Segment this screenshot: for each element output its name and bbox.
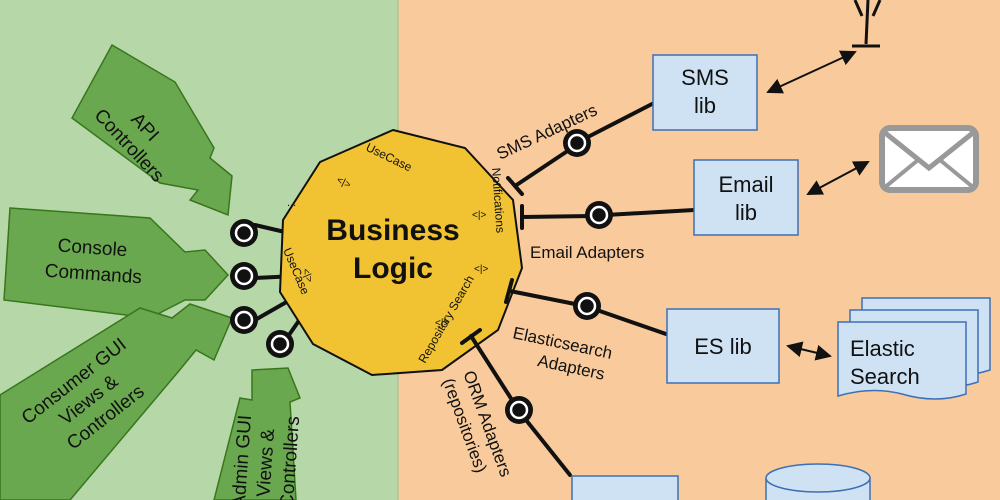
email-adapters-label: Email Adapters [530,243,644,262]
document-stack-icon: Elastic Search [837,297,991,400]
consumer-gui-adapter: Consumer GUI Views & Controllers [0,303,234,500]
lib-external-arrows [766,50,870,361]
email-lib-box: Email lib [693,159,799,236]
svg-text:Elastic: Elastic [850,336,915,361]
port-ellipsis: ... [287,197,296,209]
core-title-line1: Business [326,214,459,247]
driving-sockets [230,219,294,358]
business-logic-core: Business Logic UseCase UseCase Notificat… [278,128,524,377]
svg-text:Search: Search [850,364,920,389]
driven-sockets [505,129,613,424]
svg-text:ES lib: ES lib [694,334,751,359]
repository-lib-box-partial [571,475,679,500]
port-notifications: Notifications [489,167,508,233]
core-title-line2: Logic [353,252,433,285]
svg-text:<|>: <|> [299,267,315,285]
svg-text:Email: Email [718,172,773,197]
svg-text:lib: lib [735,200,757,225]
admin-gui-adapter: Admin GUI Views & Controllers [213,367,304,500]
es-lib-box: ES lib [666,308,780,384]
console-commands-adapter: Console Commands [3,207,230,319]
antenna-icon [852,0,882,48]
sms-lib-box: SMS lib [652,54,758,131]
svg-text:lib: lib [694,93,716,118]
driven-connections [460,102,696,477]
envelope-icon [879,125,979,193]
svg-text:SMS: SMS [681,65,729,90]
svg-text:<|>: <|> [474,264,488,275]
database-icon [765,463,871,500]
svg-text:<|>: <|> [435,318,449,329]
svg-text:<|>: <|> [472,210,486,221]
